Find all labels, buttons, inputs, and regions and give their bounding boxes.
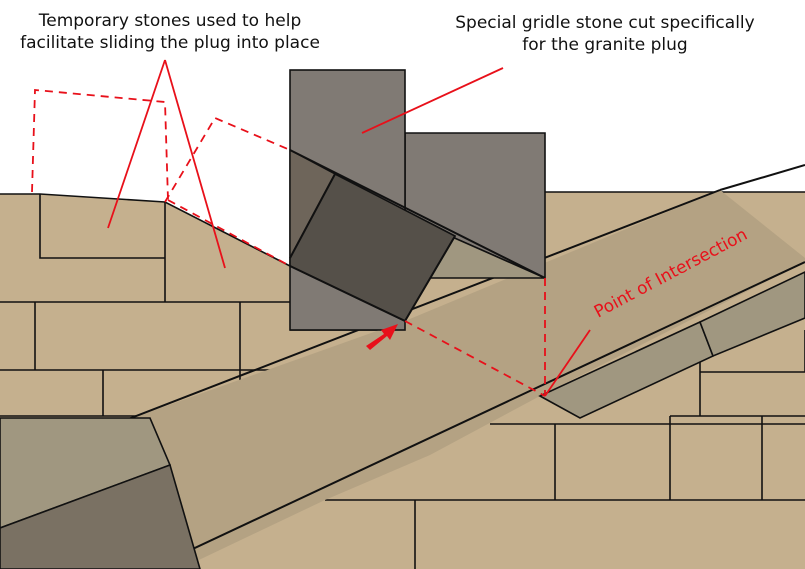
girdle-stone-label: Special gridle stone cut specifically fo…: [435, 12, 775, 56]
temporary-stones-label-line2: facilitate sliding the plug into place: [20, 33, 320, 53]
insertion-arrow-icon: [366, 324, 398, 350]
ascending-passage: [0, 190, 805, 569]
temporary-stones-label-line1: Temporary stones used to help: [38, 11, 302, 31]
masonry-upper-left: [0, 194, 290, 300]
passage-lining-right-2: [698, 271, 805, 358]
plug-edges: [289, 149, 546, 322]
girdle-stone-label-line1: Special gridle stone cut specifically: [455, 13, 755, 33]
annotation-lines: [107, 59, 591, 397]
girdle-stone-label-line2: for the granite plug: [522, 35, 688, 55]
passage-stone-left-dark: [0, 463, 201, 569]
temporary-stones-label: Temporary stones used to help facilitate…: [0, 10, 340, 54]
temporary-stones: [31, 89, 546, 397]
